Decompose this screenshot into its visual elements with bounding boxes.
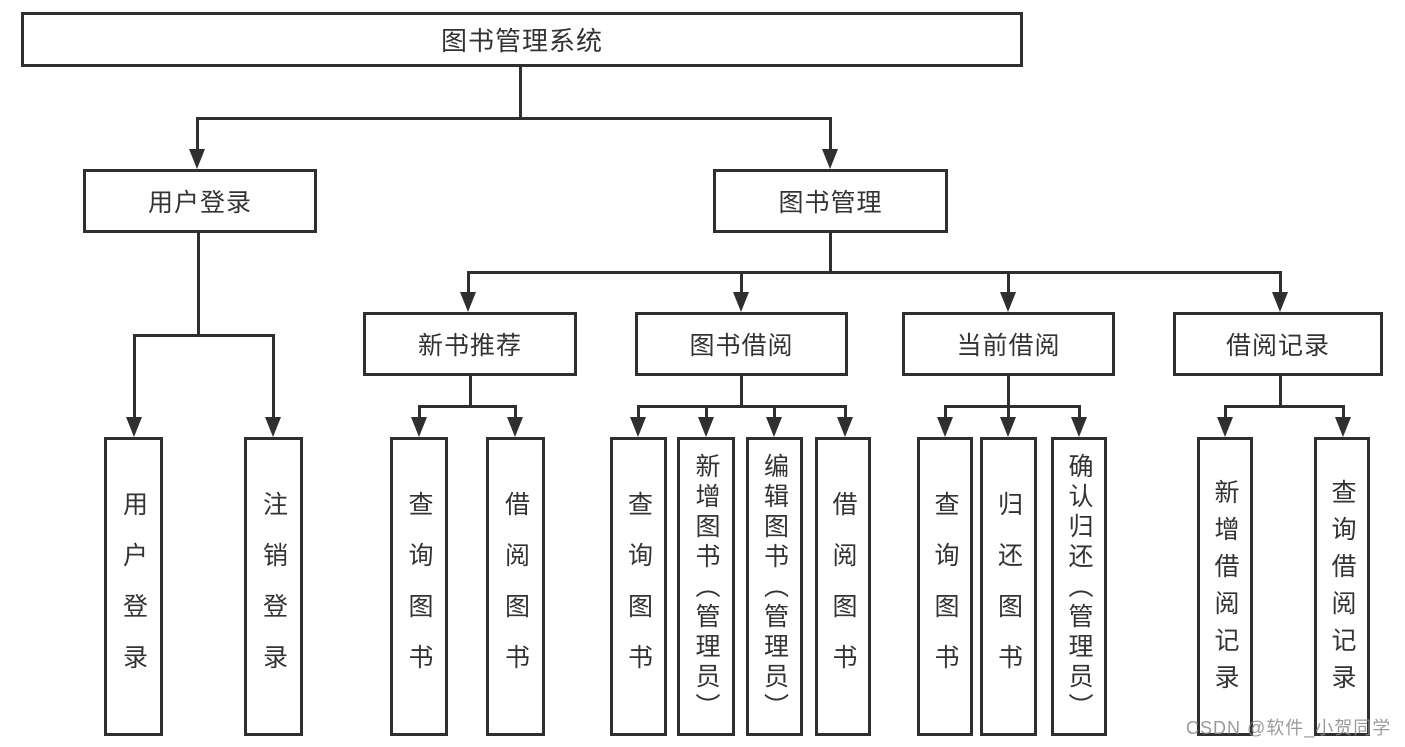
connector-line bbox=[417, 406, 421, 419]
connector-line bbox=[1077, 406, 1081, 419]
connector-line bbox=[943, 404, 1081, 408]
arrowhead-down-icon bbox=[733, 292, 749, 312]
cat-book-borrow: 图书借阅 bbox=[635, 312, 848, 376]
arrowhead-down-icon bbox=[822, 149, 838, 169]
connector-line bbox=[739, 376, 743, 406]
arrowhead-down-icon bbox=[1000, 292, 1016, 312]
arrowhead-down-icon bbox=[460, 292, 476, 312]
arrowhead-down-icon bbox=[698, 417, 714, 437]
leaf-add-book-admin: 新增图书（管理员） bbox=[677, 437, 735, 736]
connector-line bbox=[1278, 272, 1282, 294]
connector-line bbox=[466, 270, 1282, 274]
arrowhead-down-icon bbox=[411, 417, 427, 437]
cat-borrow-record: 借阅记录 bbox=[1173, 312, 1383, 376]
connector-line bbox=[417, 404, 517, 408]
connector-line bbox=[843, 406, 847, 419]
connector-line bbox=[739, 272, 743, 294]
arrowhead-down-icon bbox=[1335, 417, 1351, 437]
arrowhead-down-icon bbox=[507, 417, 523, 437]
arrowhead-down-icon bbox=[126, 417, 142, 437]
connector-line bbox=[828, 118, 832, 151]
connector-line bbox=[772, 406, 776, 419]
connector-line bbox=[636, 406, 640, 419]
connector-line bbox=[518, 67, 522, 118]
connector-line bbox=[513, 406, 517, 419]
connector-line bbox=[1278, 376, 1282, 406]
connector-line bbox=[1223, 404, 1345, 408]
connector-line bbox=[704, 406, 708, 419]
connector-line bbox=[1223, 406, 1227, 419]
leaf-borrow-book-2: 借阅图书 bbox=[815, 437, 871, 736]
leaf-logout: 注销登录 bbox=[244, 437, 303, 736]
connector-line bbox=[132, 333, 275, 337]
branch-book-management: 图书管理 bbox=[713, 169, 948, 233]
connector-line bbox=[1006, 376, 1010, 406]
connector-line bbox=[828, 233, 832, 272]
arrowhead-down-icon bbox=[1272, 292, 1288, 312]
branch-user-login: 用户登录 bbox=[83, 169, 317, 233]
leaf-query-book-2: 查询图书 bbox=[610, 437, 667, 736]
connector-line bbox=[271, 335, 275, 419]
connector-line bbox=[196, 233, 200, 335]
connector-line bbox=[636, 404, 847, 408]
arrowhead-down-icon bbox=[937, 417, 953, 437]
connector-line bbox=[1006, 406, 1010, 419]
leaf-add-borrow-record: 新增借阅记录 bbox=[1197, 437, 1253, 736]
csdn-watermark: CSDN @软件_小贺同学 bbox=[1186, 718, 1392, 738]
leaf-borrow-book-1: 借阅图书 bbox=[486, 437, 545, 736]
arrowhead-down-icon bbox=[265, 417, 281, 437]
root-node: 图书管理系统 bbox=[21, 12, 1023, 67]
leaf-return-book: 归还图书 bbox=[980, 437, 1037, 736]
connector-line bbox=[466, 272, 470, 294]
arrowhead-down-icon bbox=[766, 417, 782, 437]
cat-current-borrow: 当前借阅 bbox=[902, 312, 1115, 376]
arrowhead-down-icon bbox=[630, 417, 646, 437]
connector-line bbox=[132, 335, 136, 419]
cat-new-book-recommend: 新书推荐 bbox=[363, 312, 577, 376]
leaf-user-login: 用户登录 bbox=[104, 437, 163, 736]
connector-line bbox=[943, 406, 947, 419]
leaf-query-book-3: 查询图书 bbox=[917, 437, 973, 736]
arrowhead-down-icon bbox=[1000, 417, 1016, 437]
connector-line bbox=[195, 116, 832, 120]
arrowhead-down-icon bbox=[837, 417, 853, 437]
arrowhead-down-icon bbox=[1217, 417, 1233, 437]
connector-line bbox=[468, 376, 472, 406]
connector-line bbox=[1006, 272, 1010, 294]
arrowhead-down-icon bbox=[189, 149, 205, 169]
leaf-edit-book-admin: 编辑图书（管理员） bbox=[746, 437, 803, 736]
connector-line bbox=[195, 118, 199, 151]
leaf-query-borrow-record: 查询借阅记录 bbox=[1314, 437, 1370, 736]
leaf-confirm-return-admin: 确认归还（管理员） bbox=[1051, 437, 1107, 736]
arrowhead-down-icon bbox=[1071, 417, 1087, 437]
connector-line bbox=[1341, 406, 1345, 419]
leaf-query-book-1: 查询图书 bbox=[390, 437, 448, 736]
